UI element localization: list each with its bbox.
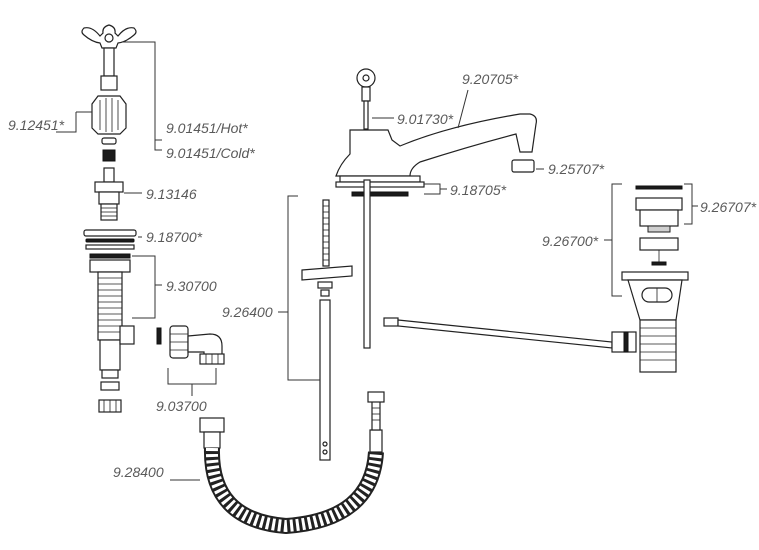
leader-lines-waste bbox=[604, 183, 698, 297]
leader-lines-centre bbox=[278, 89, 544, 381]
part-label-903700: 9.03700 bbox=[156, 398, 207, 414]
spline-adaptor bbox=[102, 149, 116, 162]
flexible-hose bbox=[199, 391, 385, 535]
cross-head-handle bbox=[81, 24, 137, 91]
part-label-901730: 9.01730* bbox=[397, 111, 454, 127]
waste-lift-rod bbox=[383, 317, 613, 349]
handle-shroud bbox=[91, 95, 127, 135]
part-label-901451-hot: 9.01451/Hot* bbox=[166, 120, 248, 136]
part-label-926700: 9.26700* bbox=[542, 233, 599, 249]
lift-rod bbox=[363, 179, 371, 349]
spout-body bbox=[335, 113, 537, 197]
part-label-926400: 9.26400 bbox=[222, 304, 273, 320]
leader-lines-left bbox=[56, 41, 217, 396]
part-label-925707: 9.25707* bbox=[548, 161, 605, 177]
part-label-901451-cold: 9.01451/Cold* bbox=[166, 145, 255, 161]
part-label-912451: 9.12451* bbox=[8, 117, 65, 133]
valve-body bbox=[89, 253, 135, 379]
fixing-kit bbox=[301, 199, 353, 461]
part-label-918700: 9.18700* bbox=[146, 229, 203, 245]
part-label-926707: 9.26707* bbox=[700, 199, 757, 215]
aerator bbox=[511, 159, 535, 173]
tail-nut bbox=[98, 381, 122, 413]
valve-cartridge bbox=[94, 167, 124, 221]
spout-lever-knob bbox=[356, 68, 376, 130]
part-label-918705: 9.18705* bbox=[450, 182, 507, 198]
deck-washer bbox=[83, 229, 137, 250]
part-label-928400: 9.28400 bbox=[113, 464, 164, 480]
part-label-930700: 9.30700 bbox=[166, 278, 217, 294]
elbow-connector bbox=[156, 325, 225, 365]
part-label-913146: 9.13146 bbox=[146, 186, 197, 202]
waste-body bbox=[611, 271, 689, 373]
part-label-920705: 9.20705* bbox=[462, 71, 519, 87]
indice-cap bbox=[101, 137, 117, 145]
waste-plug bbox=[635, 185, 683, 266]
